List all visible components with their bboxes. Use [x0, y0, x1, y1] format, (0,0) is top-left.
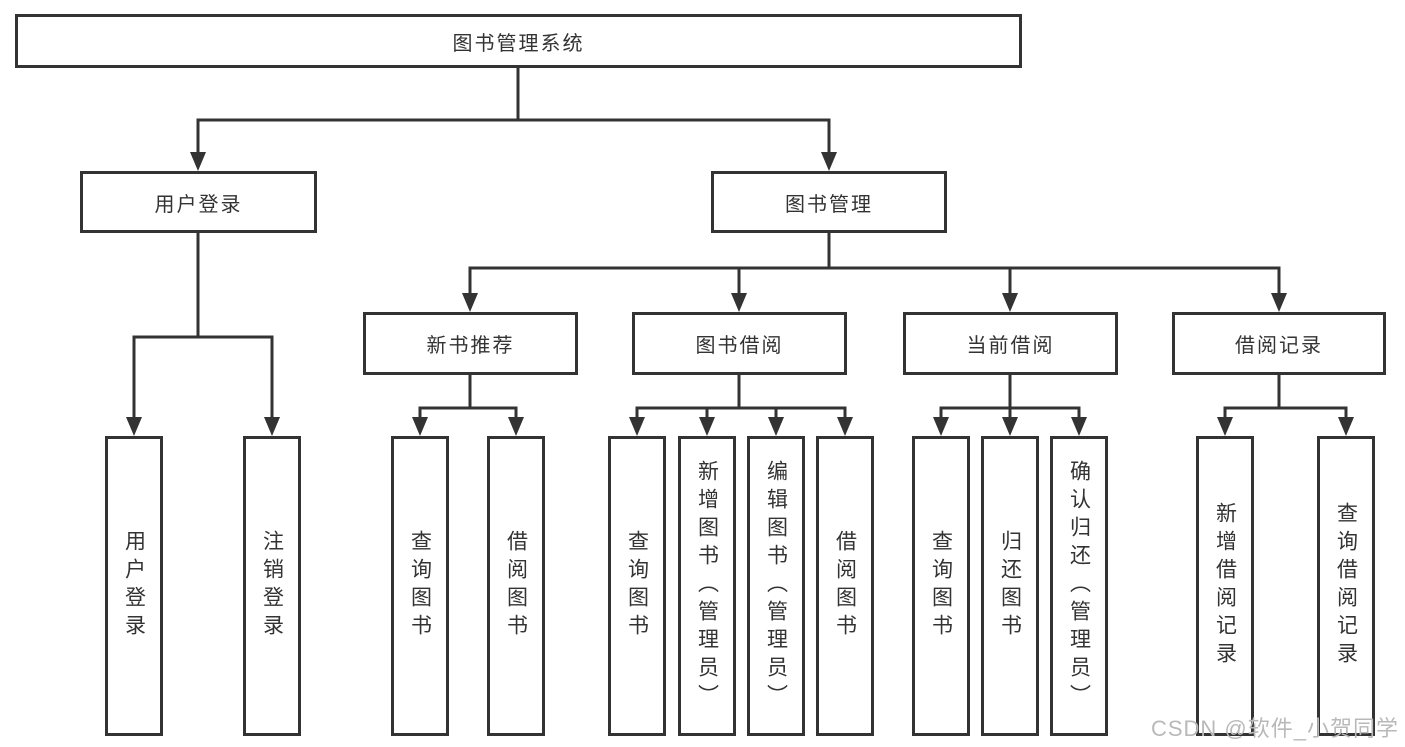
leaf-user-login: 用户登录: [105, 436, 163, 736]
leaf-user-login-label: 用户登录: [122, 530, 146, 642]
leaf-logout: 注销登录: [243, 436, 301, 736]
node-borrowing-records-label: 借阅记录: [1235, 335, 1323, 357]
node-user-login: 用户登录: [80, 171, 317, 233]
leaf-add-borrow-record-label: 新增借阅记录: [1213, 502, 1237, 670]
leaf-confirm-return-admin-label: 确认归还（管理员）: [1067, 460, 1091, 712]
leaf-add-books-admin: 新增图书（管理员）: [678, 436, 736, 736]
leaf-confirm-return-admin: 确认归还（管理员）: [1050, 436, 1108, 736]
node-book-borrowing-label: 图书借阅: [695, 335, 784, 357]
leaf-borrow-books-recommend-label: 借阅图书: [504, 530, 528, 642]
leaf-edit-books-admin-label: 编辑图书（管理员）: [764, 460, 788, 712]
node-book-management-label: 图书管理: [785, 193, 873, 216]
node-current-borrowing-label: 当前借阅: [966, 335, 1055, 357]
leaf-query-borrow-record-label: 查询借阅记录: [1334, 502, 1358, 670]
node-root-label: 图书管理系统: [452, 32, 585, 55]
node-new-book-recommendation: 新书推荐: [363, 312, 578, 375]
leaf-return-books: 归还图书: [981, 436, 1039, 736]
leaf-logout-label: 注销登录: [260, 530, 284, 642]
node-user-login-label: 用户登录: [154, 193, 243, 216]
leaf-query-books-current-label: 查询图书: [929, 530, 953, 642]
node-new-book-recommendation-label: 新书推荐: [426, 335, 515, 357]
leaf-borrow-books-recommend: 借阅图书: [487, 436, 545, 736]
leaf-query-books-current: 查询图书: [912, 436, 970, 736]
leaf-query-books-borrowing-label: 查询图书: [625, 530, 649, 642]
leaf-add-books-admin-label: 新增图书（管理员）: [695, 460, 719, 712]
node-borrowing-records: 借阅记录: [1172, 312, 1386, 375]
leaf-add-borrow-record: 新增借阅记录: [1196, 436, 1254, 736]
node-current-borrowing: 当前借阅: [903, 312, 1118, 375]
leaf-edit-books-admin: 编辑图书（管理员）: [747, 436, 805, 736]
leaf-query-books-recommend: 查询图书: [391, 436, 449, 736]
leaf-query-borrow-record: 查询借阅记录: [1317, 436, 1375, 736]
leaf-borrow-books: 借阅图书: [816, 436, 874, 736]
node-book-management: 图书管理: [711, 171, 947, 233]
leaf-return-books-label: 归还图书: [998, 530, 1022, 642]
node-book-borrowing: 图书借阅: [632, 312, 847, 375]
csdn-watermark: CSDN @软件_小贺同学: [1150, 716, 1399, 741]
leaf-query-books-recommend-label: 查询图书: [408, 530, 432, 642]
node-root: 图书管理系统: [15, 14, 1022, 68]
leaf-query-books-borrowing: 查询图书: [608, 436, 666, 736]
leaf-borrow-books-label: 借阅图书: [833, 530, 857, 642]
